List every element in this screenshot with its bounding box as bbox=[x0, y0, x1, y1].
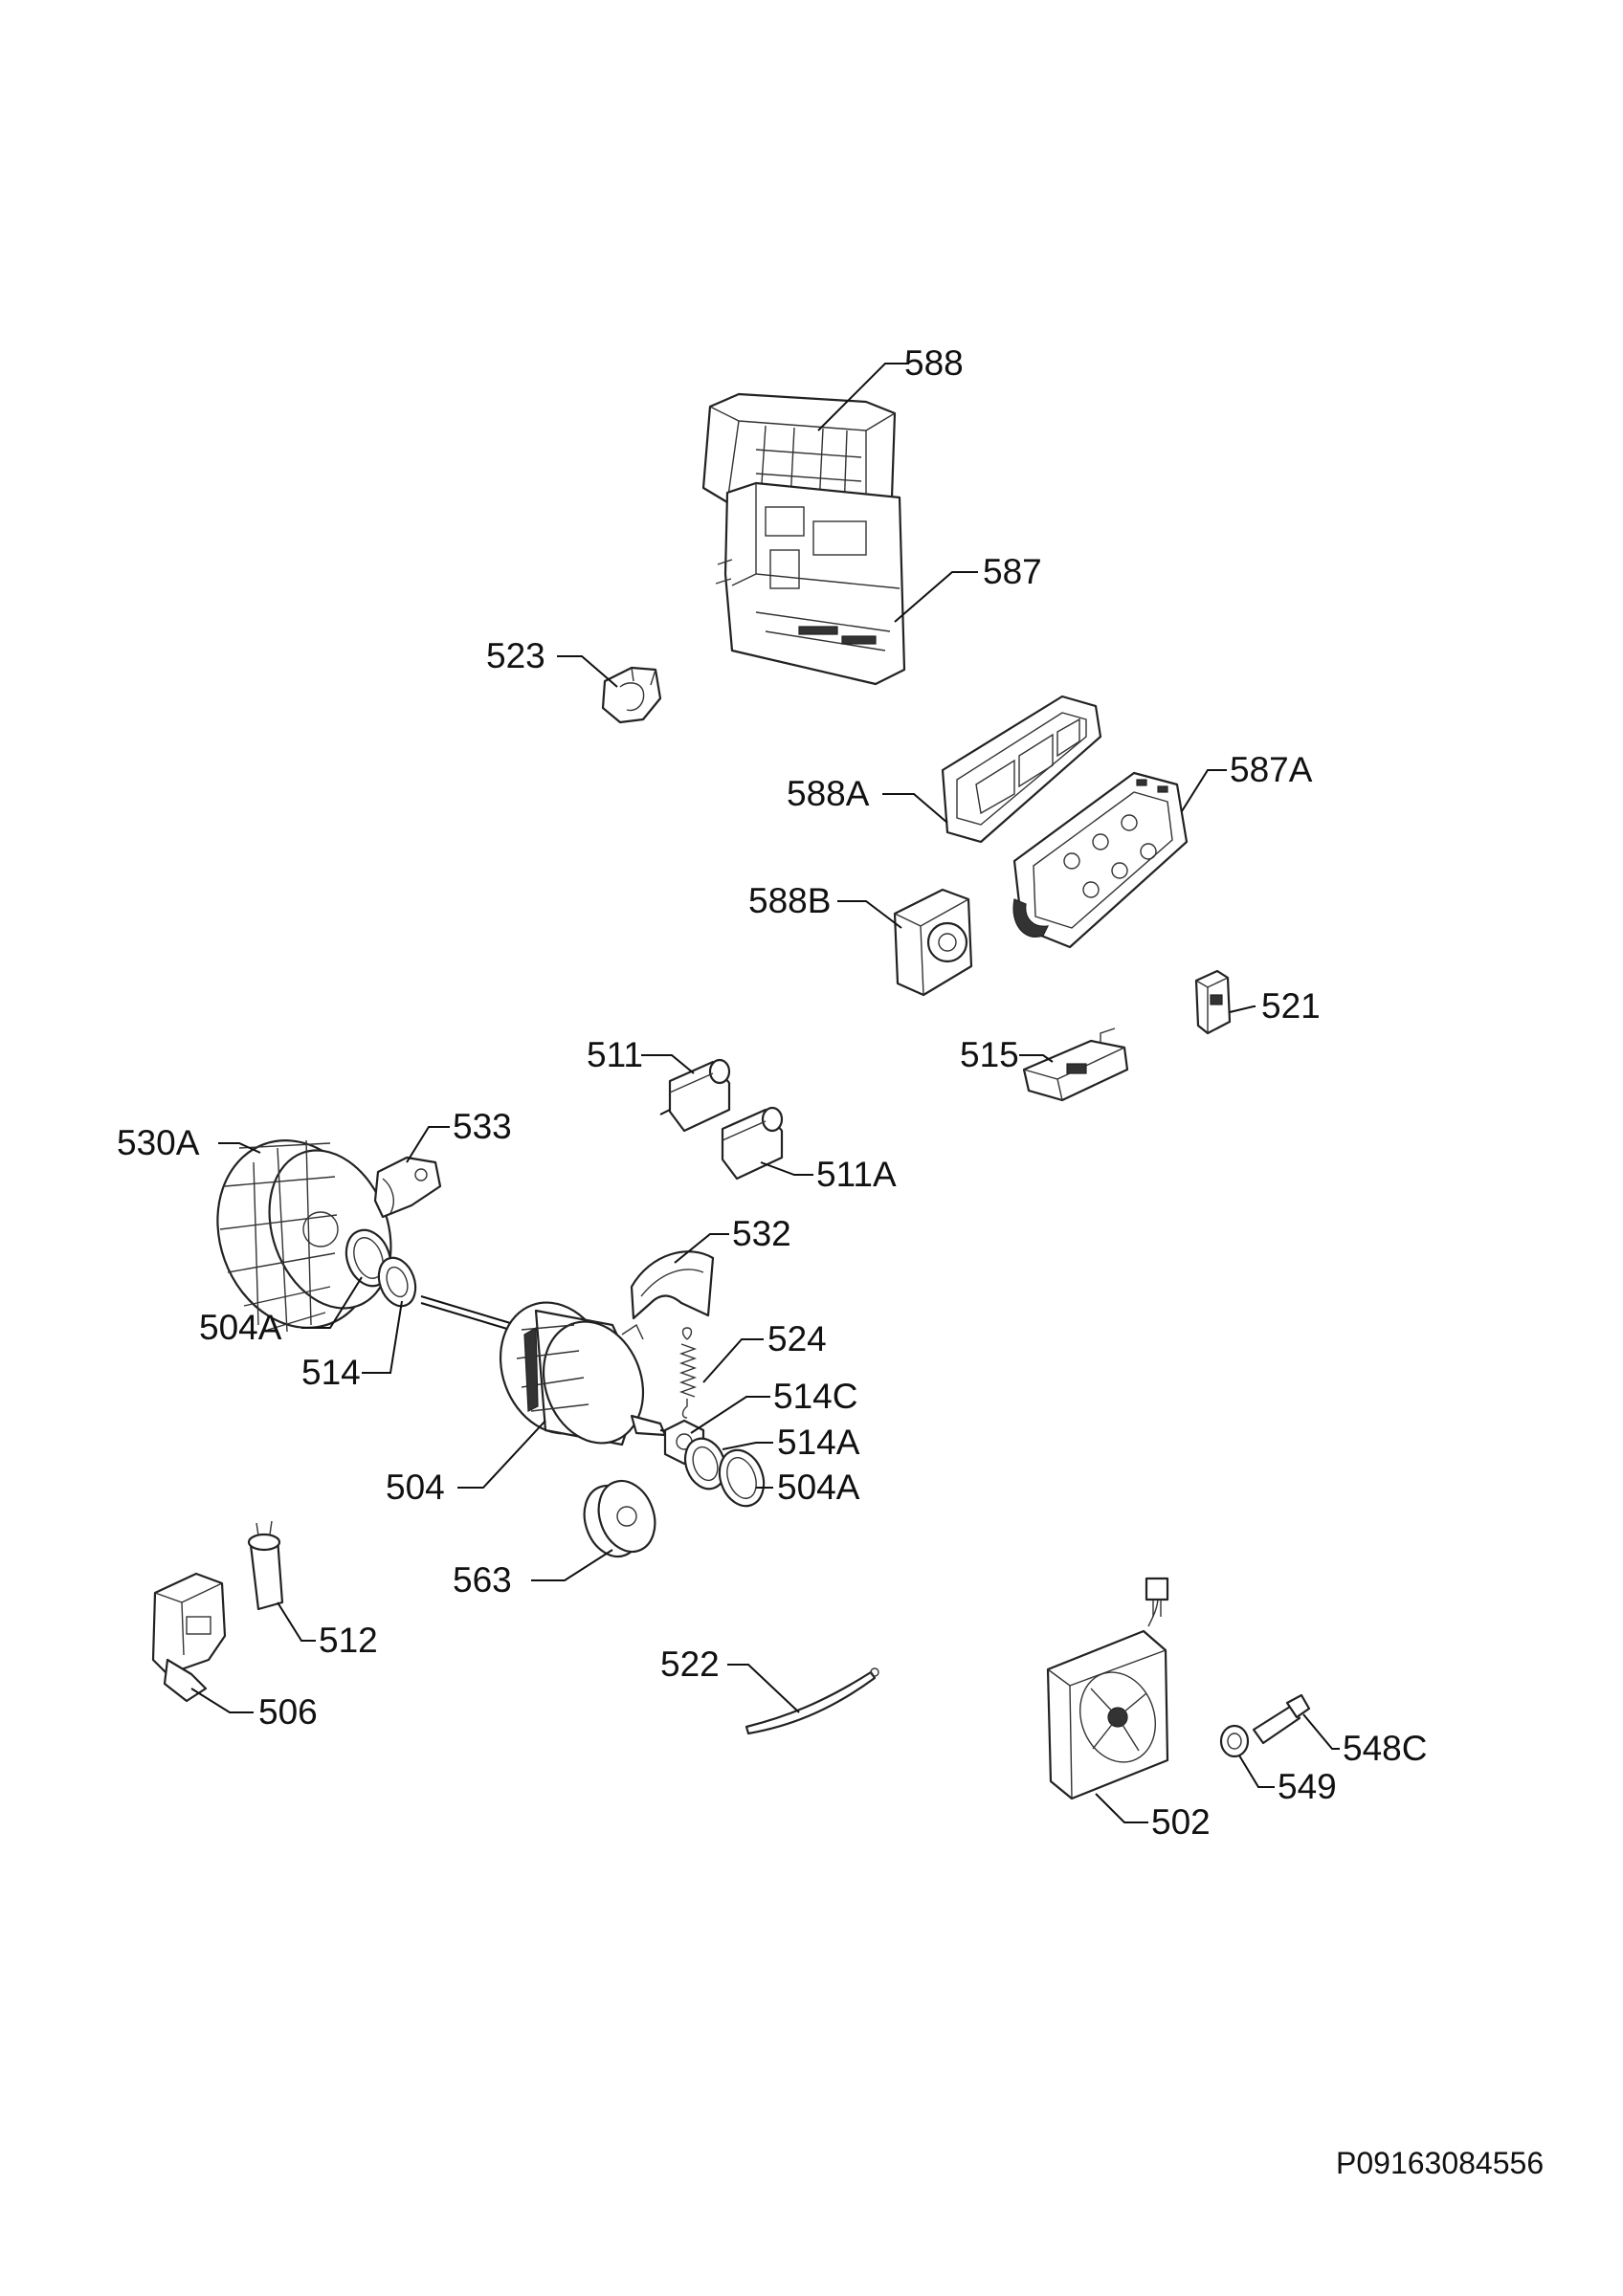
label-514A: 514A bbox=[777, 1423, 860, 1462]
part-548C-sensor[interactable] bbox=[1252, 1693, 1311, 1745]
label-506: 506 bbox=[258, 1692, 318, 1732]
label-588B: 588B bbox=[748, 881, 831, 920]
part-521-switch[interactable] bbox=[1194, 969, 1232, 1035]
label-548C: 548C bbox=[1343, 1729, 1427, 1768]
drawing-code: P09163084556 bbox=[1336, 2146, 1544, 2180]
label-588: 588 bbox=[904, 343, 964, 383]
label-504A-left: 504A bbox=[199, 1308, 282, 1347]
part-523-clip[interactable] bbox=[601, 666, 662, 724]
leader-lines bbox=[190, 363, 1340, 1823]
part-524-spring[interactable] bbox=[678, 1327, 698, 1419]
label-524: 524 bbox=[767, 1319, 827, 1358]
label-504: 504 bbox=[386, 1468, 445, 1507]
label-563: 563 bbox=[453, 1560, 512, 1600]
part-588B-knob-module[interactable] bbox=[893, 888, 973, 997]
part-533-bracket[interactable] bbox=[373, 1156, 442, 1219]
label-512: 512 bbox=[319, 1621, 378, 1660]
part-514A-seal[interactable] bbox=[678, 1433, 732, 1494]
part-504A-right-ring[interactable] bbox=[712, 1444, 771, 1512]
label-523: 523 bbox=[486, 636, 545, 675]
part-511A-filter[interactable] bbox=[721, 1106, 784, 1181]
part-511-filter[interactable] bbox=[659, 1058, 731, 1133]
part-506-pump[interactable] bbox=[151, 1572, 227, 1703]
label-530A: 530A bbox=[117, 1123, 200, 1162]
part-588A-frame[interactable] bbox=[941, 695, 1102, 844]
label-504A-right: 504A bbox=[777, 1468, 860, 1507]
part-549-nut[interactable] bbox=[1219, 1724, 1250, 1758]
label-511: 511 bbox=[587, 1035, 643, 1074]
part-587-board[interactable] bbox=[715, 481, 906, 686]
label-515: 515 bbox=[960, 1035, 1019, 1074]
label-514C: 514C bbox=[773, 1377, 857, 1416]
label-532: 532 bbox=[732, 1214, 791, 1253]
part-563-pulley[interactable] bbox=[575, 1473, 665, 1565]
part-504-motor[interactable] bbox=[420, 1287, 690, 1457]
part-515-door-lock[interactable] bbox=[1022, 1027, 1129, 1102]
label-587A: 587A bbox=[1230, 750, 1313, 789]
part-587A-display-board[interactable] bbox=[1012, 771, 1189, 949]
label-533: 533 bbox=[453, 1107, 512, 1146]
label-514: 514 bbox=[301, 1353, 361, 1392]
label-502: 502 bbox=[1151, 1802, 1211, 1842]
label-549: 549 bbox=[1278, 1767, 1337, 1806]
part-labels: 588 587 523 588A 587A 588B 521 511 515 5… bbox=[117, 343, 1427, 1842]
part-514-seal[interactable] bbox=[372, 1252, 422, 1311]
part-532-cover[interactable] bbox=[630, 1250, 715, 1320]
part-522-sensor-wire[interactable] bbox=[745, 1667, 879, 1735]
part-512-capacitor[interactable] bbox=[247, 1520, 284, 1611]
label-587: 587 bbox=[983, 552, 1042, 591]
label-588A: 588A bbox=[787, 774, 870, 813]
label-521: 521 bbox=[1261, 986, 1321, 1026]
label-511A: 511A bbox=[816, 1155, 897, 1194]
label-522: 522 bbox=[660, 1645, 720, 1684]
part-502-cooling-fan[interactable] bbox=[1046, 1577, 1169, 1800]
